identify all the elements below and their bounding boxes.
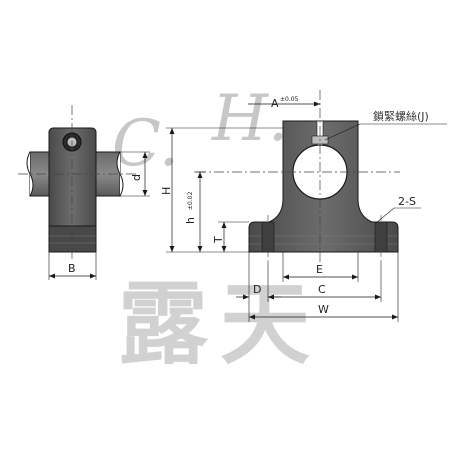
label-h-tolerance: ±0.02 bbox=[187, 191, 194, 210]
label-screw-note: 鎖緊螺絲(J) bbox=[373, 109, 429, 123]
dim-C: C bbox=[268, 262, 382, 302]
label-A: A bbox=[271, 97, 279, 110]
label-C: C bbox=[318, 283, 326, 296]
label-B: B bbox=[68, 262, 76, 275]
watermark-cjk-1: 露 bbox=[118, 272, 209, 377]
shaft-break-right bbox=[116, 151, 124, 197]
dim-A: A ±0.05 bbox=[248, 96, 320, 110]
label-W: W bbox=[318, 303, 329, 316]
dim-d: d bbox=[120, 151, 150, 197]
label-H: H bbox=[160, 187, 173, 195]
label-E: E bbox=[316, 263, 323, 276]
dim-B: B bbox=[48, 252, 97, 280]
label-A-tolerance: ±0.05 bbox=[280, 96, 299, 103]
callout-holes: 2-S bbox=[375, 195, 421, 224]
label-D: D bbox=[253, 283, 261, 296]
label-h: h bbox=[184, 217, 197, 224]
side-view: d B bbox=[18, 105, 150, 280]
dim-E: E bbox=[282, 252, 359, 282]
label-d: d bbox=[130, 174, 143, 181]
watermark: C. H. 露 天 bbox=[112, 82, 310, 377]
dim-W: W bbox=[249, 252, 399, 322]
front-view: A ±0.05 H h ±0.02 T bbox=[160, 90, 447, 322]
dim-T: T bbox=[212, 221, 249, 252]
watermark-letter-h: H. bbox=[211, 82, 288, 156]
watermark-letter-c: C. bbox=[112, 107, 179, 181]
callout-locking-screw: 鎖緊螺絲(J) bbox=[324, 109, 447, 141]
dim-H: H bbox=[160, 127, 283, 253]
label-T: T bbox=[212, 236, 225, 244]
dim-h: h ±0.02 bbox=[184, 171, 206, 252]
side-base bbox=[48, 225, 97, 253]
watermark-cjk-2: 天 bbox=[220, 272, 310, 377]
label-holes: 2-S bbox=[398, 195, 416, 208]
shaft-break-left bbox=[26, 151, 34, 197]
